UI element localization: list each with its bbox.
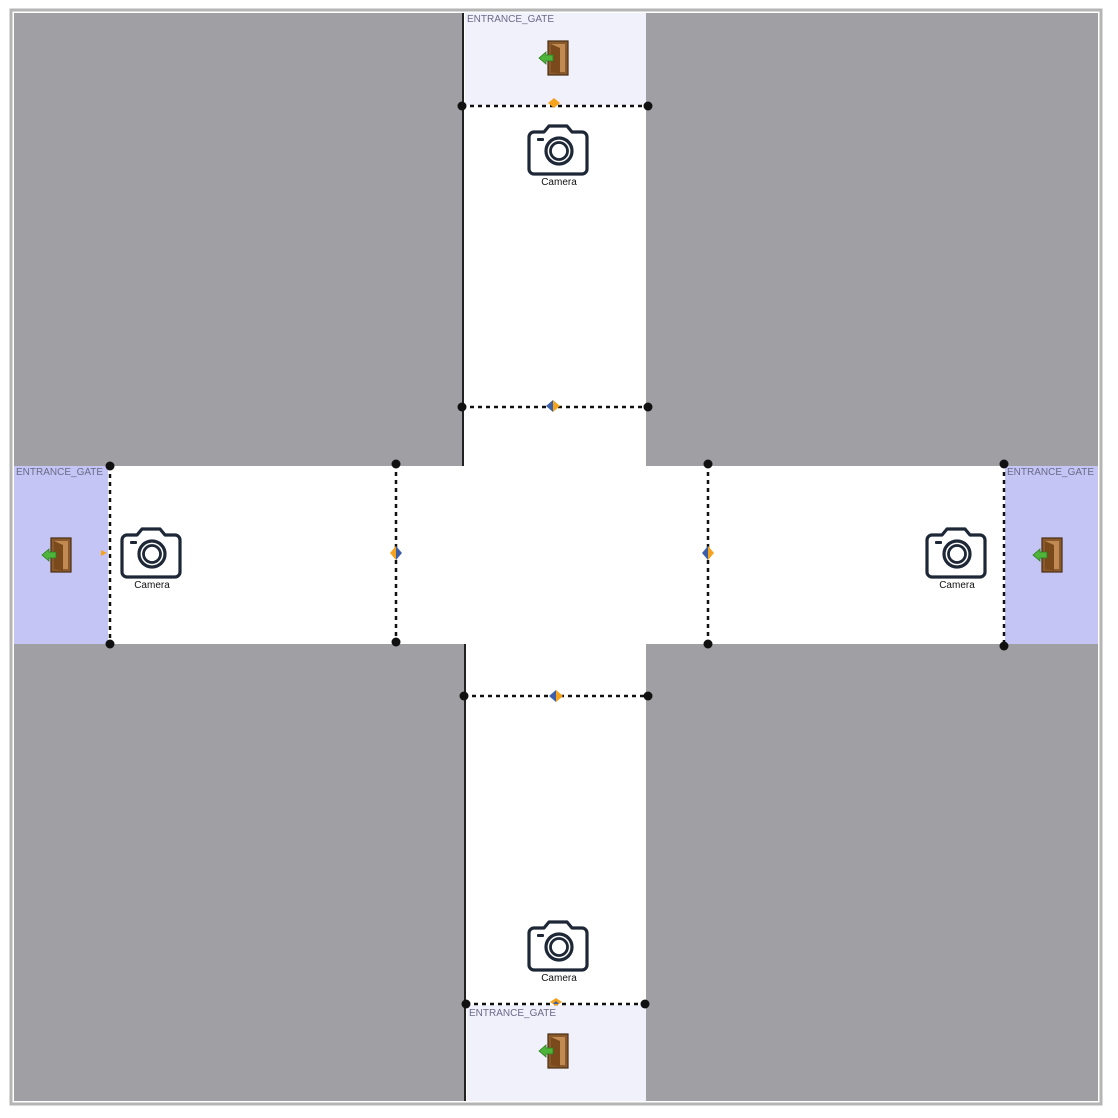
direction-marker[interactable]	[702, 546, 714, 560]
direction-marker[interactable]	[549, 690, 563, 702]
camera-icon	[527, 124, 589, 176]
gate-endpoint[interactable]	[643, 691, 653, 701]
entrance-label: ENTRANCE_GATE	[1007, 467, 1094, 478]
camera-label: Camera	[541, 973, 577, 984]
camera-label: Camera	[939, 580, 975, 591]
entrance-label: ENTRANCE_GATE	[16, 467, 103, 478]
block-bottom-left	[14, 644, 465, 1101]
direction-marker[interactable]	[548, 98, 560, 108]
gate-endpoint[interactable]	[640, 999, 650, 1009]
direction-marker[interactable]	[101, 550, 107, 556]
direction-marker[interactable]	[546, 400, 560, 412]
gate-endpoint[interactable]	[105, 639, 115, 649]
entrance-top[interactable]: ENTRANCE_GATE	[465, 13, 646, 105]
entrance-left[interactable]: ENTRANCE_GATE	[14, 466, 108, 644]
entrance-label: ENTRANCE_GATE	[467, 14, 554, 25]
gate-endpoint[interactable]	[643, 402, 653, 412]
camera-top[interactable]: Camera	[527, 124, 589, 188]
gate-endpoint[interactable]	[459, 691, 469, 701]
camera-left[interactable]: Camera	[120, 527, 182, 591]
gate-endpoint[interactable]	[703, 639, 713, 649]
camera-right[interactable]: Camera	[925, 527, 987, 591]
gate-endpoint[interactable]	[999, 459, 1009, 469]
gate-endpoint[interactable]	[391, 637, 401, 647]
entrance-label: ENTRANCE_GATE	[469, 1008, 556, 1019]
gate-endpoint[interactable]	[457, 101, 467, 111]
gate-endpoint[interactable]	[457, 402, 467, 412]
gate-endpoint[interactable]	[703, 459, 713, 469]
gate-endpoint[interactable]	[391, 459, 401, 469]
gate-endpoint[interactable]	[461, 999, 471, 1009]
entrance-right[interactable]: ENTRANCE_GATE	[1005, 466, 1098, 644]
camera-icon	[925, 527, 987, 579]
block-top-left	[14, 13, 463, 466]
direction-marker[interactable]	[550, 998, 562, 1006]
block-bottom-right	[646, 644, 1098, 1101]
camera-bottom[interactable]: Camera	[527, 920, 589, 984]
camera-icon	[120, 527, 182, 579]
gate-endpoint[interactable]	[105, 461, 115, 471]
camera-label: Camera	[541, 177, 577, 188]
gate-endpoint[interactable]	[999, 641, 1009, 651]
gate-endpoint[interactable]	[643, 101, 653, 111]
camera-label: Camera	[134, 580, 170, 591]
direction-marker[interactable]	[390, 546, 402, 560]
entrance-bottom[interactable]: ENTRANCE_GATE	[467, 1005, 646, 1101]
block-top-right	[646, 13, 1098, 466]
camera-icon	[527, 920, 589, 972]
